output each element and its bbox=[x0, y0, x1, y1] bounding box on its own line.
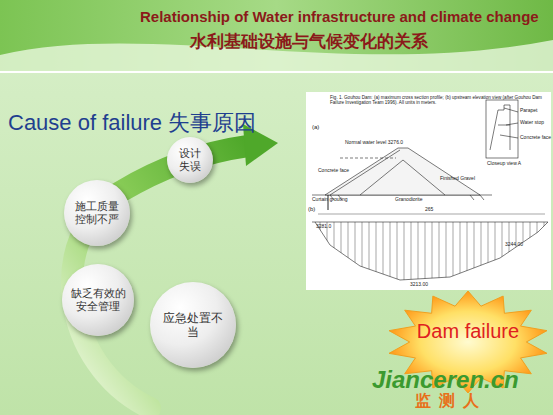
cause-circle: 设计失误 bbox=[167, 137, 213, 183]
elevation-line bbox=[383, 222, 384, 285]
part-name: Granodiorite bbox=[395, 197, 423, 203]
elevation-line bbox=[446, 222, 447, 285]
elevation: 3213.00 bbox=[410, 282, 428, 288]
elevation-line bbox=[481, 222, 482, 285]
elevation-line bbox=[474, 222, 475, 285]
cause-circle: 施工质量控制不严 bbox=[64, 180, 130, 246]
elevation-line bbox=[390, 222, 391, 285]
elevation-line bbox=[348, 222, 349, 285]
water-level: Normal water level 3276.0 bbox=[345, 140, 403, 146]
elevation-line bbox=[425, 222, 426, 285]
star-outline bbox=[389, 291, 547, 393]
panel-label: (a) bbox=[312, 124, 319, 131]
elevation-line bbox=[439, 222, 440, 285]
elevation: 3281.0 bbox=[316, 224, 331, 230]
part-name: Curtain grouting bbox=[312, 197, 348, 203]
elevation-line bbox=[530, 222, 531, 285]
elevation-line bbox=[334, 222, 335, 285]
elevation-line bbox=[369, 222, 370, 285]
elevation-line bbox=[362, 222, 363, 285]
cause-circle: 缺乏有效的安全管理 bbox=[62, 264, 134, 336]
figure-caption: Fig. 1. Gouhou Dam: (a) maximum cross se… bbox=[330, 95, 548, 106]
elevation-line bbox=[341, 222, 342, 285]
elevation-line bbox=[467, 222, 468, 285]
elevation-line bbox=[516, 222, 517, 285]
elevation-line bbox=[453, 222, 454, 285]
elevation-line bbox=[509, 222, 510, 285]
elevation-line bbox=[320, 222, 321, 285]
part-name: Water stop bbox=[520, 120, 544, 126]
part-name: Concrete face bbox=[520, 135, 551, 141]
elevation-line bbox=[544, 222, 545, 285]
elevation-line bbox=[397, 222, 398, 285]
part-name: Concrete face bbox=[318, 168, 349, 174]
node-text: Dam failure bbox=[417, 319, 519, 343]
part-name: Parapet bbox=[520, 108, 538, 114]
elevation-line bbox=[432, 222, 433, 285]
subtitle-zh: 水利基础设施与气候变化的关系 bbox=[190, 32, 428, 52]
node-text: 应急处置不当 bbox=[158, 311, 229, 340]
elevation-line bbox=[411, 222, 412, 285]
top-band bbox=[0, 0, 553, 72]
watermark: Jianceren.cn bbox=[372, 366, 519, 394]
elevation-line bbox=[488, 222, 489, 285]
elevation-line bbox=[376, 222, 377, 285]
band-edge bbox=[0, 71, 553, 73]
watermark: 监测人 bbox=[415, 392, 487, 410]
elevation-line bbox=[460, 222, 461, 285]
dimension: 265 bbox=[425, 207, 433, 213]
elevation-line bbox=[327, 222, 328, 285]
cause-circle: 应急处置不当 bbox=[150, 282, 236, 368]
elevation-line bbox=[355, 222, 356, 285]
view-name: Closeup view A bbox=[487, 161, 521, 167]
slide-title: Relationship of Water infrastructure and… bbox=[140, 8, 539, 25]
node-text: 缺乏有效的安全管理 bbox=[69, 287, 127, 313]
elevation-line bbox=[523, 222, 524, 285]
elevation: 3244.00 bbox=[505, 242, 523, 248]
elevation-line bbox=[502, 222, 503, 285]
elevation-line bbox=[537, 222, 538, 285]
part-name: Finished Gravel bbox=[440, 176, 475, 182]
node-text: 施工质量控制不严 bbox=[71, 200, 124, 226]
dam-drawing bbox=[306, 92, 551, 290]
elevation-line bbox=[418, 222, 419, 285]
elevation-line bbox=[495, 222, 496, 285]
elevation-line bbox=[404, 222, 405, 285]
section-heading: Cause of failure 失事原因 bbox=[8, 110, 256, 135]
panel-label: (b) bbox=[308, 206, 315, 213]
node-text: 设计失误 bbox=[176, 147, 205, 173]
